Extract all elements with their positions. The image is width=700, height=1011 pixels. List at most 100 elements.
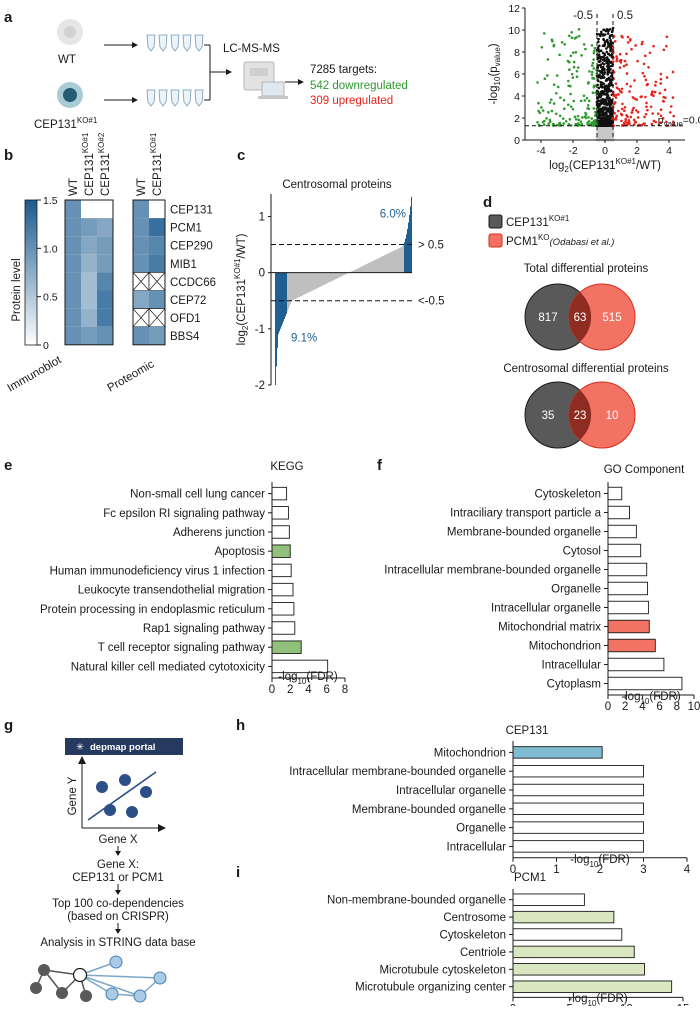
category-label: Membrane-bounded organelle	[352, 804, 506, 816]
rank-bar	[309, 273, 310, 292]
sig-point	[612, 60, 615, 63]
sig-point	[555, 92, 558, 95]
heatmap-cell	[81, 309, 97, 327]
rank-bar	[400, 247, 401, 272]
sig-point	[550, 98, 553, 101]
sig-point	[670, 105, 673, 108]
ko-cell-icon	[57, 82, 83, 108]
rank-bar	[334, 273, 335, 280]
sig-point	[649, 51, 652, 54]
sig-point	[588, 70, 591, 73]
black-point	[607, 64, 610, 67]
category-label: Adherens junction	[173, 527, 265, 539]
rank-bar	[367, 264, 368, 273]
sig-point	[559, 122, 562, 125]
colorbar-tick-label: 1.0	[43, 243, 58, 255]
sig-point	[628, 90, 631, 93]
black-point	[607, 90, 610, 93]
sig-point	[627, 41, 630, 44]
rank-bar	[372, 261, 373, 272]
heatmap-cell	[65, 309, 81, 327]
sig-point	[543, 120, 546, 123]
volcano-ylabel: -log10(pvalue)	[488, 43, 502, 104]
sig-point	[621, 36, 624, 39]
sig-point	[557, 86, 560, 89]
sig-point	[571, 73, 574, 76]
network-icon	[30, 956, 166, 1002]
sig-point	[629, 116, 632, 119]
black-point	[602, 38, 605, 41]
sig-point	[559, 96, 562, 99]
protein-level-label: Protein level	[11, 258, 23, 321]
colorbar	[25, 200, 37, 345]
bar	[608, 677, 682, 690]
ns-point	[604, 127, 607, 130]
rank-bar	[361, 267, 362, 273]
rank-bar	[357, 269, 358, 273]
black-point	[597, 99, 600, 102]
rank-bar	[276, 273, 277, 367]
rank-bar	[289, 273, 290, 307]
sig-point	[642, 123, 645, 126]
sig-point	[587, 104, 590, 107]
black-point	[603, 68, 606, 71]
rank-bar	[407, 229, 408, 273]
sig-point	[591, 73, 594, 76]
sig-point	[565, 120, 568, 123]
heatmap	[65, 200, 165, 345]
sig-point	[569, 85, 572, 88]
bar	[272, 545, 290, 558]
sig-point	[664, 88, 667, 91]
sig-point	[629, 39, 632, 42]
rank-bar	[337, 273, 338, 279]
category-label: Intracellular membrane-bounded organelle	[384, 565, 601, 577]
sig-point	[672, 115, 675, 118]
tube-icon	[171, 90, 179, 106]
black-point	[603, 98, 606, 101]
sig-point	[660, 78, 663, 81]
rank-bar	[369, 263, 370, 273]
sig-point	[645, 102, 648, 105]
rank-bar	[338, 273, 339, 278]
kegg-title: KEGG	[270, 461, 303, 473]
sig-point	[617, 93, 620, 96]
venn-total: 817 63 515	[525, 284, 635, 350]
lower-threshold-label: <-0.5	[418, 296, 445, 308]
rank-bar	[283, 273, 284, 322]
category-label: Mitochondrion	[529, 641, 601, 653]
column-header: CEP131KO#1	[81, 132, 96, 196]
heatmap-cell	[65, 236, 81, 254]
heatmap-cell	[97, 327, 113, 345]
sig-point	[624, 118, 627, 121]
heatmap-cell	[133, 254, 149, 272]
sig-point	[547, 122, 550, 125]
rank-bar	[382, 256, 383, 272]
ns-point	[598, 131, 601, 134]
sig-point	[568, 35, 571, 38]
volcano-xlabel: log2(CEP131KO#1/WT)	[549, 157, 661, 174]
rank-bar	[373, 261, 374, 273]
bar	[513, 841, 644, 853]
category-label: Intracellular organelle	[491, 603, 601, 615]
rank-bar	[335, 273, 336, 280]
sig-point	[666, 76, 669, 79]
mass-spec-icon	[244, 62, 288, 99]
panel-a-label: a	[4, 9, 13, 26]
sig-point	[659, 82, 662, 85]
sig-point	[587, 108, 590, 111]
sig-point	[665, 45, 668, 48]
black-point	[609, 117, 612, 120]
rank-bar	[332, 273, 333, 281]
targets-text: 7285 targets:	[310, 64, 377, 76]
black-point	[600, 70, 603, 73]
protein-label: BBS4	[170, 331, 200, 343]
category-label: Leukocyte transendothelial migration	[78, 585, 265, 597]
sig-point	[640, 95, 643, 98]
sig-point	[625, 52, 628, 55]
black-point	[598, 109, 601, 112]
rank-bar	[385, 255, 386, 273]
rank-bar	[301, 273, 302, 296]
sig-point	[651, 92, 654, 95]
